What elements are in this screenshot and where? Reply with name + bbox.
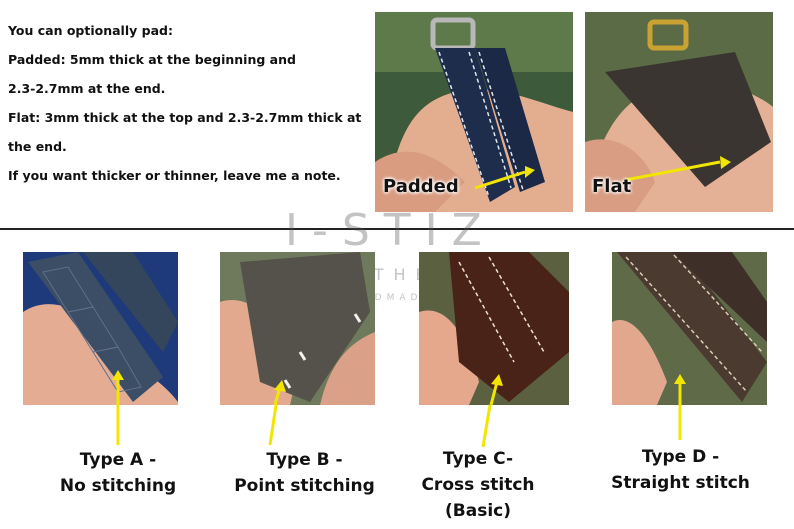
type-b-photo: [220, 252, 375, 405]
type-b-caption: Type B - Point stitching: [222, 447, 387, 499]
arrow-type-b: [268, 404, 278, 446]
section-divider: [0, 228, 794, 230]
type-c-photo: [419, 252, 569, 405]
intro-line-4: Flat: 3mm thick at the top and 2.3-2.7mm…: [8, 110, 362, 125]
type-c-note: (Basic): [445, 501, 511, 521]
type-d-photo: [612, 252, 767, 405]
type-a-subtitle: No stitching: [59, 476, 177, 496]
intro-line-5: the end.: [8, 139, 67, 154]
type-d-caption: Type D - Straight stitch: [598, 444, 763, 496]
type-b-title: Type B -: [266, 450, 343, 470]
type-c-subtitle: Cross stitch: [421, 475, 535, 495]
type-d-subtitle: Straight stitch: [611, 473, 750, 493]
type-c-title: Type C-: [442, 449, 514, 469]
flat-strap-photo: [585, 12, 773, 212]
type-c-caption: Type C- Cross stitch (Basic): [403, 446, 553, 524]
intro-text: You can optionally pad: Padded: 5mm thic…: [8, 16, 373, 190]
padded-strap-photo: [375, 12, 573, 212]
type-a-caption: Type A - No stitching: [38, 447, 198, 499]
type-a-title: Type A -: [79, 450, 157, 470]
intro-line-3: 2.3-2.7mm at the end.: [8, 81, 166, 96]
type-b-subtitle: Point stitching: [234, 476, 375, 496]
type-d-title: Type D -: [641, 447, 720, 467]
watermark-brand: I-STIZ: [285, 205, 496, 256]
flat-label: Flat: [592, 176, 632, 197]
intro-line-6: If you want thicker or thinner, leave me…: [8, 168, 341, 183]
arrow-type-c: [481, 404, 492, 448]
padded-label: Padded: [383, 176, 459, 197]
intro-line-1: You can optionally pad:: [8, 23, 173, 38]
intro-line-2: Padded: 5mm thick at the beginning and: [8, 52, 296, 67]
type-a-photo: [23, 252, 178, 405]
